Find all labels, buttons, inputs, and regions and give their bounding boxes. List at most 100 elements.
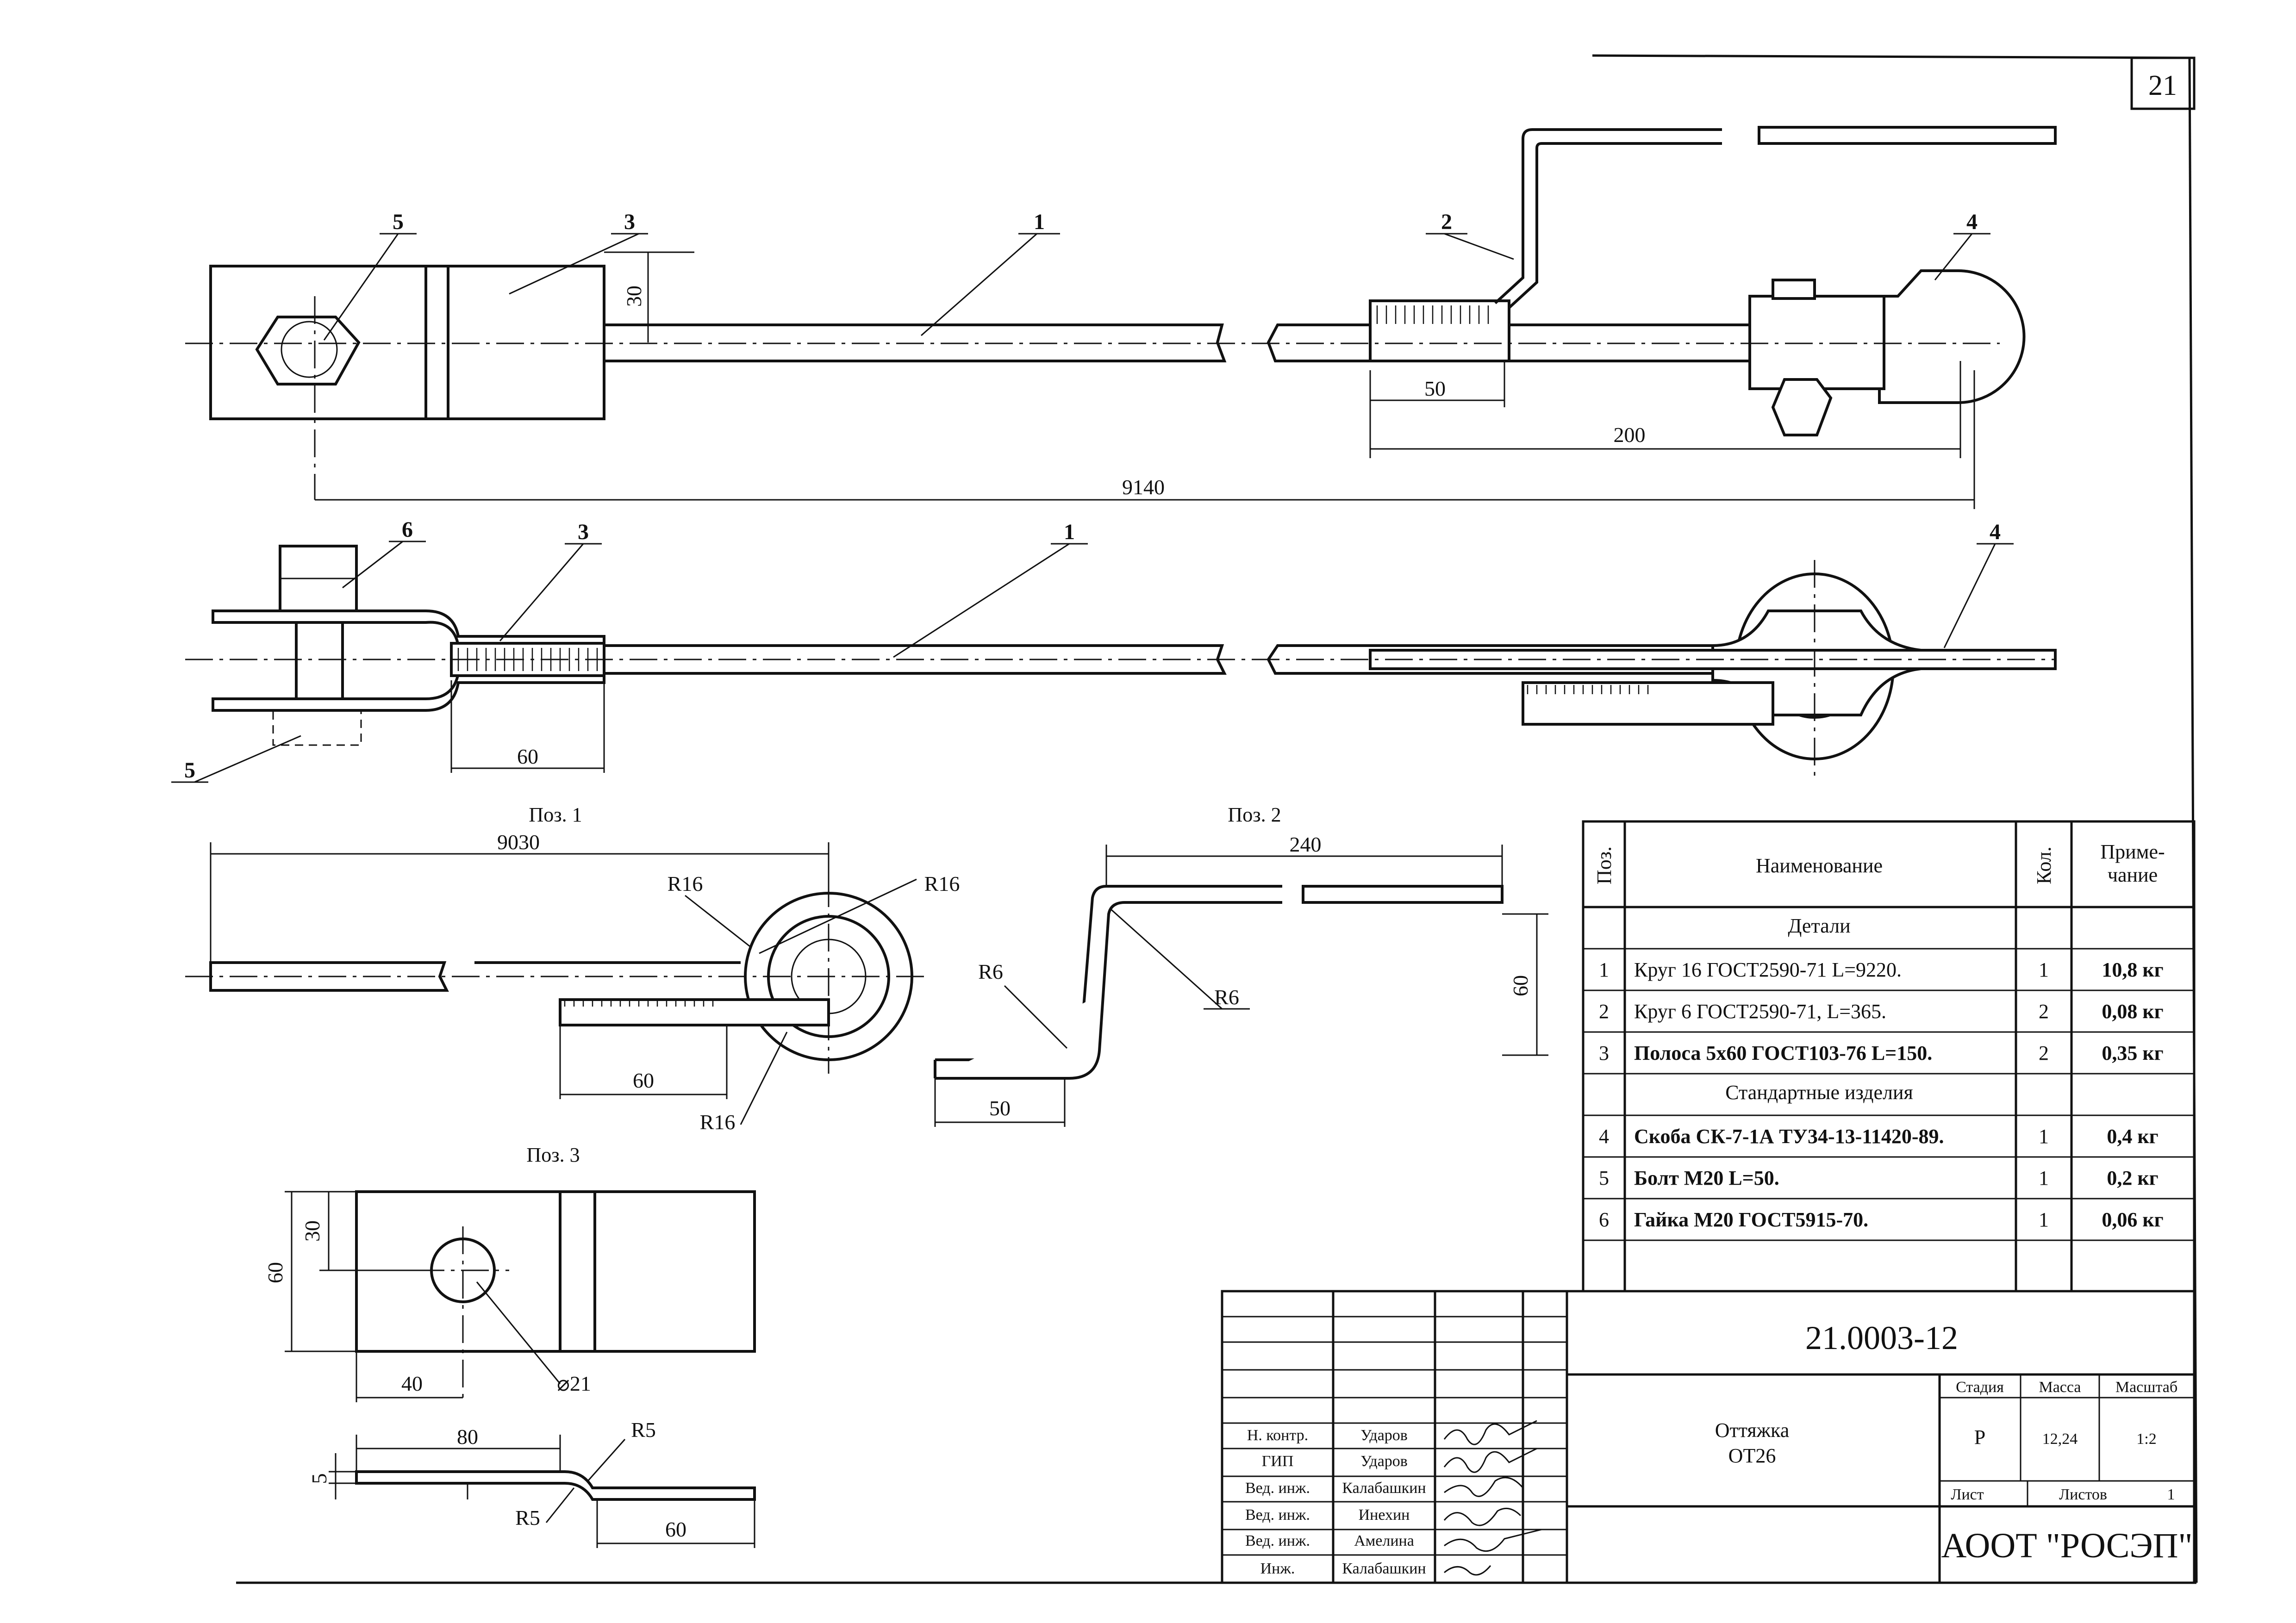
stage-label: Стадия (1956, 1379, 2004, 1396)
svg-text:Ударов: Ударов (1360, 1427, 1408, 1444)
svg-text:0,4 кг: 0,4 кг (2107, 1125, 2158, 1148)
svg-text:0,35 кг: 0,35 кг (2102, 1042, 2163, 1064)
svg-text:0,06 кг: 0,06 кг (2102, 1208, 2163, 1231)
pos3-profile (355, 1470, 756, 1501)
spec-row-6: 6 Гайка М20 ГОСТ5915-70. 1 0,06 кг (1599, 1208, 2164, 1231)
detail-pos1: Поз. 1 9030 R16 R16 R16 60 (185, 803, 960, 1134)
signature-scribbles (1443, 1420, 1542, 1576)
title-line-2: ОТ26 (1728, 1444, 1776, 1467)
title-block: 21.0003-12 Оттяжка ОТ26 Стадия Масса Мас… (1221, 1290, 2196, 1584)
pos2-r6-b: R6 (978, 960, 1003, 983)
detail-pos2: Поз. 2 240 60 R6 R6 50 (934, 803, 1548, 1127)
stage-value: Р (1974, 1426, 1985, 1449)
pos1-dim-length: 9030 (497, 830, 540, 854)
dim-200: 200 (1614, 423, 1646, 447)
label-pos5: 5 (393, 210, 404, 234)
plate-top-side (212, 609, 605, 647)
nut-top-view (1771, 378, 1833, 436)
side-view-leaders: 6 3 1 4 5 (171, 517, 2014, 783)
title-line-1: Оттяжка (1715, 1419, 1790, 1442)
sheet-label: Лист (1951, 1486, 1984, 1503)
sheet-number: 21 (2148, 70, 2177, 101)
caption-pos3: Поз. 3 (526, 1144, 580, 1166)
svg-text:Болт М20 L=50.: Болт М20 L=50. (1634, 1167, 1779, 1189)
signature-rows: Н. контр. Ударов ГИП Ударов Вед. инж. Ка… (1245, 1427, 1426, 1577)
mass-label: Масса (2039, 1379, 2081, 1396)
top-view-leaders: 5 3 1 2 4 (323, 210, 1990, 341)
side-label-pos1: 1 (1064, 520, 1075, 544)
svg-text:Инж.: Инж. (1260, 1560, 1295, 1577)
top-view-dimensions: 30 50 200 9140 (315, 251, 1975, 509)
label-pos4: 4 (1966, 210, 1978, 234)
pos3-dim-40: 40 (401, 1372, 423, 1395)
scale-label: Масштаб (2115, 1379, 2177, 1396)
mass-value: 12,24 (2042, 1430, 2078, 1448)
svg-text:Полоса 5х60 ГОСТ103-76 L=150.: Полоса 5х60 ГОСТ103-76 L=150. (1634, 1042, 1932, 1064)
svg-text:Н. контр.: Н. контр. (1247, 1427, 1308, 1444)
svg-text:2: 2 (1599, 1000, 1609, 1023)
svg-text:0,08 кг: 0,08 кг (2102, 1000, 2163, 1023)
svg-text:Гайка М20 ГОСТ5915-70.: Гайка М20 ГОСТ5915-70. (1634, 1208, 1868, 1231)
spec-table: Поз. Наименование Кол. Приме- чание Дета… (1582, 820, 2196, 1293)
svg-text:2: 2 (2039, 1000, 2049, 1023)
doc-number: 21.0003-12 (1805, 1319, 1958, 1356)
svg-text:5: 5 (1599, 1167, 1609, 1189)
svg-text:Амелина: Амелина (1354, 1532, 1414, 1549)
label-pos3: 3 (624, 210, 635, 234)
side-label-pos4: 4 (1990, 520, 2001, 544)
pos3-dim-60: 60 (263, 1262, 287, 1283)
svg-text:Круг 6 ГОСТ2590-71, L=365.: Круг 6 ГОСТ2590-71, L=365. (1634, 1000, 1886, 1023)
spec-header-note-2: чание (2108, 864, 2158, 886)
spec-row-1: 1 Круг 16 ГОСТ2590-71 L=9220. 1 10,8 кг (1599, 958, 2164, 981)
spec-section-standard: Стандартные изделия (1725, 1081, 1913, 1104)
spec-header-note-1: Приме- (2100, 840, 2165, 863)
svg-text:1: 1 (1599, 958, 1609, 981)
spec-header-qty: Кол. (2033, 846, 2055, 884)
svg-text:Вед. инж.: Вед. инж. (1245, 1506, 1310, 1524)
caption-pos2: Поз. 2 (1228, 803, 1281, 826)
pos1-r16-b: R16 (924, 872, 960, 895)
label-pos1: 1 (1034, 210, 1045, 234)
pos3-hole-21: ⌀21 (557, 1372, 591, 1395)
pos3-dim-60b: 60 (665, 1517, 686, 1541)
svg-text:1: 1 (2039, 1208, 2049, 1231)
spec-row-2: 2 Круг 6 ГОСТ2590-71, L=365. 2 0,08 кг (1599, 1000, 2164, 1023)
svg-text:ГИП: ГИП (1262, 1453, 1294, 1470)
bolt-shank-side (295, 621, 344, 700)
pos3-dim-80: 80 (457, 1425, 478, 1449)
pos3-r5-a: R5 (631, 1418, 656, 1442)
pos2-dim-50: 50 (989, 1096, 1011, 1120)
svg-text:1: 1 (2039, 1125, 2049, 1148)
organization-name: АООТ "РОСЭП" (1941, 1526, 2192, 1565)
pos1-dim-60: 60 (633, 1069, 654, 1092)
svg-text:10,8 кг: 10,8 кг (2102, 958, 2163, 981)
svg-text:6: 6 (1599, 1208, 1609, 1231)
detail-pos3: Поз. 3 60 30 40 ⌀21 80 5 R5 R5 60 (263, 1144, 756, 1548)
side-label-pos3: 3 (578, 520, 589, 544)
pos3-dim-5: 5 (307, 1474, 331, 1484)
bolt-head-pos5 (255, 316, 361, 386)
side-label-pos6: 6 (402, 517, 413, 542)
pos1-r16-a: R16 (668, 872, 703, 895)
svg-text:Круг 16 ГОСТ2590-71 L=9220.: Круг 16 ГОСТ2590-71 L=9220. (1634, 958, 1902, 981)
side-label-pos5: 5 (184, 758, 195, 783)
pos1-r16-c: R16 (700, 1110, 736, 1134)
svg-text:3: 3 (1599, 1042, 1609, 1064)
plate-bottom-side (212, 672, 605, 712)
spec-header-pos: Поз. (1593, 846, 1616, 884)
spec-row-4: 4 Скоба СК-7-1А ТУ34-13-11420-89. 1 0,4 … (1599, 1125, 2159, 1148)
scale-value: 1:2 (2136, 1430, 2156, 1448)
svg-text:Вед. инж.: Вед. инж. (1245, 1480, 1310, 1497)
svg-text:Калабашкин: Калабашкин (1342, 1480, 1426, 1497)
side-view: 6 3 1 4 5 60 (171, 517, 2057, 783)
side-dim-60: 60 (517, 745, 538, 768)
dim-30: 30 (622, 286, 646, 307)
pos3-r5-b: R5 (515, 1506, 540, 1530)
caption-pos1: Поз. 1 (529, 803, 582, 826)
pos2-dim-60: 60 (1509, 975, 1532, 996)
svg-text:1: 1 (2039, 1167, 2049, 1189)
svg-text:Ударов: Ударов (1360, 1453, 1408, 1470)
svg-text:0,2 кг: 0,2 кг (2107, 1167, 2158, 1189)
pos2-r6-a: R6 (1214, 985, 1239, 1009)
